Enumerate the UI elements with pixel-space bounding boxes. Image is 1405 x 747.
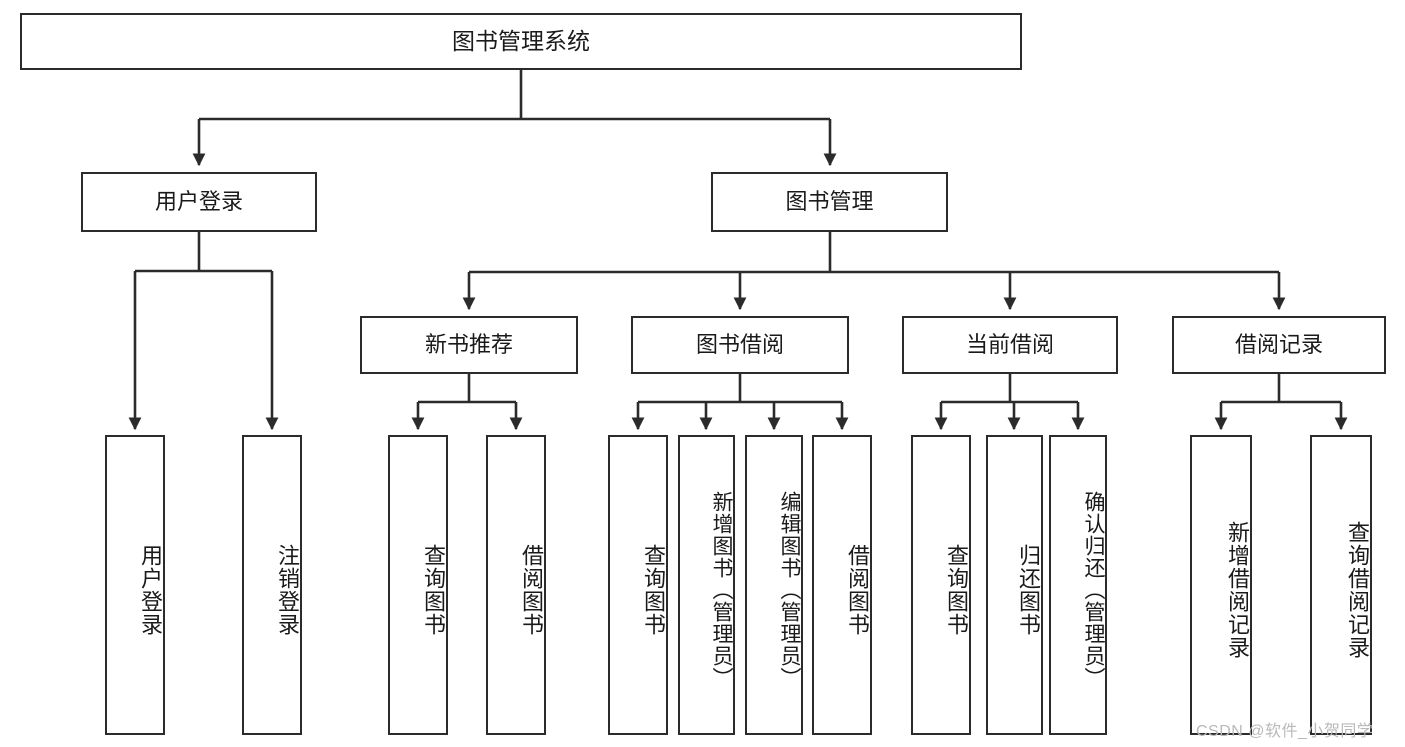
leaf-record-query-borrow-record[interactable]: 查询借阅记录 (1310, 435, 1372, 735)
leaf-borrow-query-book[interactable]: 查询图书 (608, 435, 668, 735)
leaf-record-add-borrow-record[interactable]: 新增借阅记录 (1190, 435, 1252, 735)
csdn-watermark: CSDN @软件_小贺同学 (1196, 723, 1374, 740)
node-root[interactable]: 图书管理系统 (20, 13, 1022, 70)
leaf-user-login[interactable]: 用户登录 (105, 435, 165, 735)
leaf-recommend-query-book[interactable]: 查询图书 (388, 435, 448, 735)
node-user-login[interactable]: 用户登录 (81, 172, 317, 232)
leaf-recommend-borrow-book[interactable]: 借阅图书 (486, 435, 546, 735)
node-book-manage[interactable]: 图书管理 (711, 172, 948, 232)
leaf-current-return-book[interactable]: 归还图书 (986, 435, 1043, 735)
leaf-current-query-book[interactable]: 查询图书 (911, 435, 971, 735)
leaf-borrow-edit-book-admin[interactable]: 编辑图书（管理员） (745, 435, 803, 735)
leaf-borrow-lend-book[interactable]: 借阅图书 (812, 435, 872, 735)
node-current-borrow[interactable]: 当前借阅 (902, 316, 1118, 374)
node-borrow-record[interactable]: 借阅记录 (1172, 316, 1386, 374)
leaf-borrow-add-book-admin[interactable]: 新增图书（管理员） (678, 435, 735, 735)
node-new-book-recommend[interactable]: 新书推荐 (360, 316, 578, 374)
leaf-current-confirm-return-admin[interactable]: 确认归还（管理员） (1049, 435, 1107, 735)
leaf-user-logout[interactable]: 注销登录 (242, 435, 302, 735)
node-book-borrow[interactable]: 图书借阅 (631, 316, 849, 374)
